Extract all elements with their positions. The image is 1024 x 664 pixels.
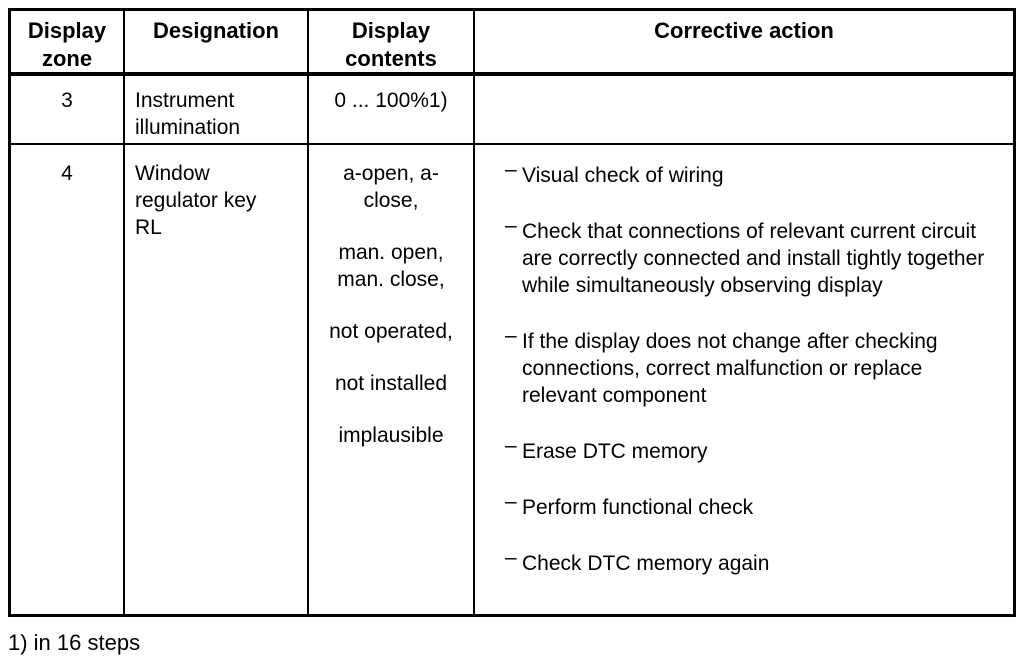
- row2-corrective-action: – Visual check of wiring – Check that co…: [475, 145, 1013, 614]
- action-item: – Erase DTC memory: [505, 434, 1001, 465]
- contents-line: a-open, a-: [343, 162, 439, 185]
- footnote: 1) in 16 steps: [8, 630, 141, 655]
- contents-line: man. open,: [338, 241, 444, 264]
- dash-bullet: –: [505, 490, 517, 513]
- action-text: Perform functional check: [522, 496, 754, 519]
- action-text: Erase DTC memory: [522, 440, 708, 463]
- contents-group: a-open, a- close,: [313, 160, 469, 214]
- action-text: Check that connections of relevant curre…: [522, 220, 985, 297]
- row1-zone: 3: [11, 76, 125, 145]
- contents-group: 0 ... 100%1): [313, 87, 469, 114]
- row2-designation: Window regulator key RL: [125, 145, 309, 614]
- dash-bullet: –: [505, 434, 517, 457]
- dash-bullet: –: [505, 214, 517, 237]
- contents-group: implausible: [313, 422, 469, 449]
- action-text: Visual check of wiring: [522, 164, 724, 187]
- row1-display-contents: 0 ... 100%1): [309, 76, 475, 145]
- contents-group: not operated,: [313, 318, 469, 345]
- action-text: If the display does not change after che…: [522, 330, 938, 407]
- contents-line: close,: [363, 189, 419, 212]
- contents-line: implausible: [338, 424, 444, 447]
- action-text: Check DTC memory again: [522, 552, 770, 575]
- contents-line: not operated,: [329, 320, 453, 343]
- action-item: – Check DTC memory again: [505, 546, 1001, 577]
- designation-line: RL: [135, 216, 162, 239]
- dash-bullet: –: [505, 546, 517, 569]
- row1-corrective-action: [475, 76, 1013, 145]
- designation-line: illumination: [135, 116, 241, 139]
- dash-bullet: –: [505, 158, 517, 181]
- header-display-contents: Display contents: [309, 11, 475, 76]
- header-display-zone: Display zone: [11, 11, 125, 76]
- contents-line: not installed: [334, 372, 448, 395]
- header-corrective-action: Corrective action: [475, 11, 1013, 76]
- contents-group: not installed: [313, 370, 469, 397]
- row2-display-contents: a-open, a- close, man. open, man. close,…: [309, 145, 475, 614]
- action-item: – Perform functional check: [505, 490, 1001, 521]
- action-item: – Check that connections of relevant cur…: [505, 214, 1001, 299]
- action-item: – Visual check of wiring: [505, 158, 1001, 189]
- contents-line: 0 ... 100%1): [334, 89, 448, 112]
- contents-line: man. close,: [337, 268, 445, 291]
- dash-bullet: –: [505, 324, 517, 347]
- contents-group: man. open, man. close,: [313, 239, 469, 293]
- designation-line: Instrument: [135, 89, 235, 112]
- row1-designation: Instrument illumination: [125, 76, 309, 145]
- diagnostic-table: Display zone Designation Display content…: [8, 8, 1016, 617]
- header-designation: Designation: [125, 11, 309, 76]
- row2-zone: 4: [11, 145, 125, 614]
- designation-line: Window: [135, 162, 210, 185]
- action-item: – If the display does not change after c…: [505, 324, 1001, 409]
- designation-line: regulator key: [135, 189, 257, 212]
